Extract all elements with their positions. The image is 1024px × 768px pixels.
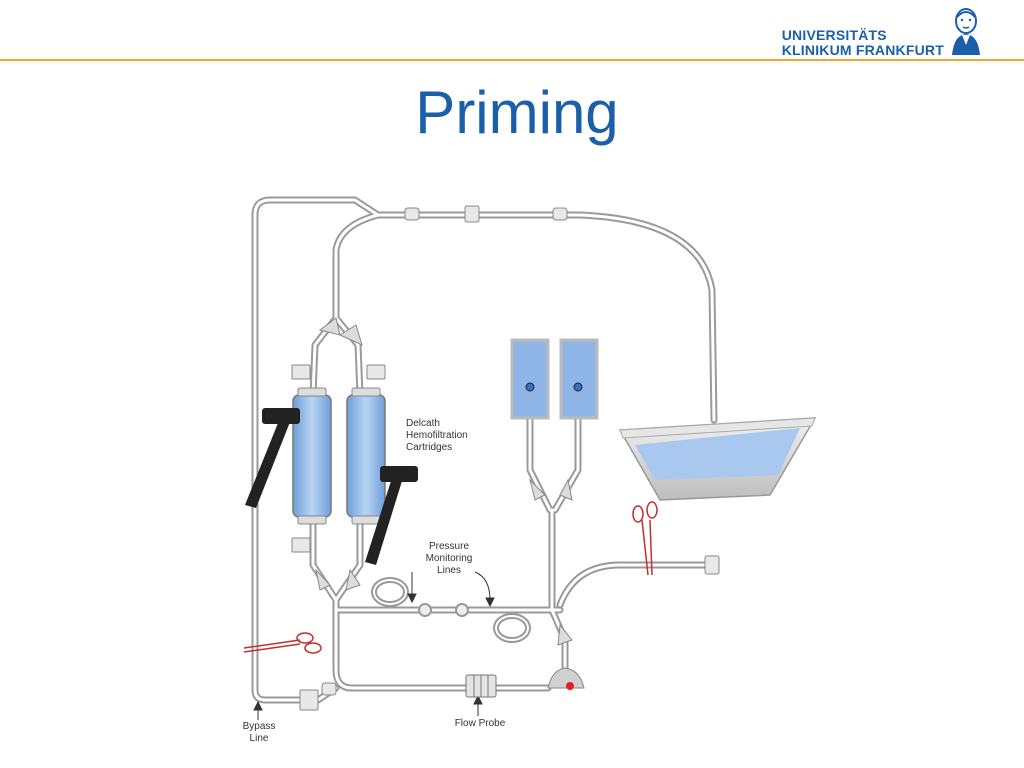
tubing xyxy=(251,196,718,704)
tube-connectors xyxy=(291,205,720,711)
bypass-label-line2: Line xyxy=(249,733,269,744)
pressure-label-line2: Monitoring xyxy=(425,553,473,564)
pressure-monitoring-lines xyxy=(371,577,531,643)
logo-line-2: KLINIKUM FRANKFURT xyxy=(781,42,944,58)
collection-basin xyxy=(618,417,817,501)
label-arrows xyxy=(253,571,495,720)
pump-head xyxy=(547,667,585,690)
hemofiltration-cartridges xyxy=(292,387,386,525)
header-divider xyxy=(0,59,1024,61)
pressure-lines-label: Pressure Monitoring Lines xyxy=(418,541,480,577)
saline-bags xyxy=(510,338,599,420)
cartridges-label: Delcath Hemofiltration Cartridges xyxy=(406,418,468,454)
flow-probe-label: Flow Probe xyxy=(454,718,506,729)
cartridges-label-line1: Delcath xyxy=(406,418,440,429)
bypass-label-line1: Bypass xyxy=(242,721,276,732)
pressure-label-line3: Lines xyxy=(437,565,461,576)
bypass-line-label: Bypass Line xyxy=(236,721,282,745)
red-hemostat-clamps xyxy=(243,501,658,654)
logo-line-1: UNIVERSITÄTS xyxy=(781,27,887,43)
cartridges-label-line2: Hemofiltration xyxy=(406,430,468,441)
logo-text: UNIVERSITÄTS KLINIKUM FRANKFURT xyxy=(782,28,944,58)
page-title: Priming xyxy=(415,79,619,146)
goethe-portrait-icon xyxy=(952,8,980,55)
cartridges-label-line3: Cartridges xyxy=(406,442,453,453)
y-connectors xyxy=(315,317,573,646)
pressure-label-line1: Pressure xyxy=(428,541,469,552)
flow-probe xyxy=(465,674,497,698)
black-tube-clamps xyxy=(245,408,418,565)
university-logo: UNIVERSITÄTS KLINIKUM FRANKFURT xyxy=(782,6,984,58)
